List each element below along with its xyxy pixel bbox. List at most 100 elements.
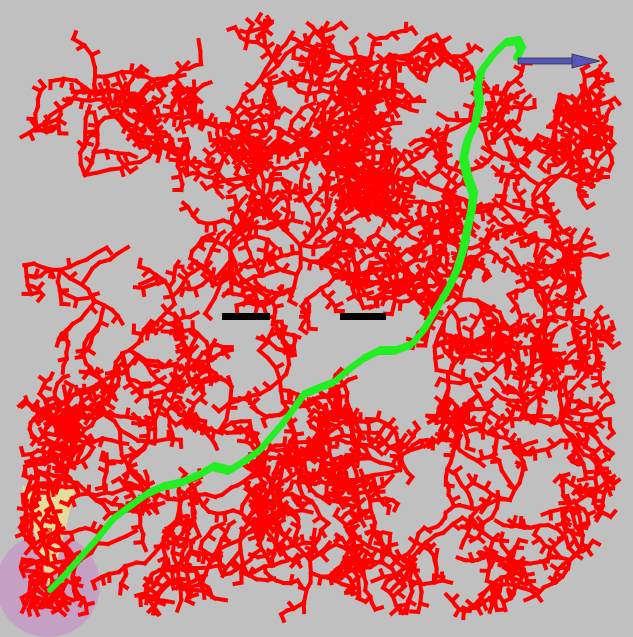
tree-edge [422, 532, 439, 546]
tree-edge [264, 575, 277, 583]
tree-edge [538, 148, 549, 156]
tree-edge [180, 166, 190, 178]
tree-edge [354, 189, 363, 202]
tree-edge [290, 558, 302, 565]
tree-edge [152, 500, 166, 509]
tree-edge [412, 167, 424, 181]
tree-edge [543, 249, 555, 260]
tree-edge [132, 111, 149, 120]
tree-edge [275, 130, 287, 142]
tree-edge [115, 244, 131, 257]
tree-edge [385, 217, 397, 231]
tree-edge [295, 495, 303, 508]
tree-edge [231, 139, 242, 152]
tree-edge [216, 229, 227, 238]
tree-edge [173, 334, 185, 341]
tree-edge [103, 244, 114, 257]
tree-edge [148, 318, 160, 328]
tree-edge [597, 54, 608, 66]
tree-edge [283, 43, 301, 57]
tree-edge [436, 35, 453, 48]
tree-edge [57, 288, 64, 307]
tree-edge [286, 345, 295, 359]
tree-edge [593, 92, 607, 103]
tree-edge [18, 129, 33, 140]
tree-edge [306, 326, 318, 332]
tree-edge [139, 539, 149, 553]
tree-edge [300, 507, 314, 515]
tree-edge [478, 115, 490, 122]
tree-edge [18, 445, 26, 458]
tree-edge [294, 577, 305, 589]
tree-edge [578, 176, 584, 189]
tree-edge [260, 417, 268, 429]
tree-edge [584, 201, 597, 211]
tree-edge [180, 199, 191, 210]
tree-edge [179, 285, 187, 298]
tree-edge [361, 304, 373, 311]
tree-edge [207, 130, 214, 143]
tree-edge [373, 271, 385, 284]
tree-edge [142, 469, 150, 480]
tree-edge [372, 149, 390, 155]
tree-edge [122, 381, 134, 391]
tree-edge [321, 109, 334, 116]
tree-edge [300, 493, 313, 506]
tree-edge [435, 111, 451, 123]
tree-edge [452, 159, 461, 172]
tree-edge [172, 259, 182, 270]
tree-edge [196, 37, 202, 48]
tree-edge [396, 454, 403, 473]
tree-edge [136, 416, 143, 428]
tree-edge [262, 18, 275, 24]
tree-edge [232, 580, 244, 587]
tree-edge [72, 409, 83, 421]
tree-edge [611, 95, 623, 107]
tree-edge [546, 163, 552, 175]
tree-edge [74, 295, 91, 302]
tree-edge [290, 217, 304, 225]
tree-edge [249, 483, 260, 494]
tree-edge [371, 471, 390, 478]
tree-edge [357, 516, 368, 529]
tree-edge [364, 177, 371, 193]
tree-edge [384, 473, 396, 485]
tree-edge [318, 445, 329, 457]
tree-edge [514, 88, 527, 97]
tree-edge [316, 472, 323, 485]
tree-edge [337, 499, 355, 509]
tree-edge [536, 163, 548, 174]
tree-edge [143, 77, 155, 89]
tree-edge [393, 431, 402, 450]
tree-edge [439, 169, 450, 180]
tree-edge [286, 298, 299, 307]
tree-edge [239, 193, 250, 204]
tree-edge [305, 20, 316, 30]
tree-edge [282, 532, 297, 548]
tree-edge [82, 170, 100, 178]
tree-edge [226, 519, 237, 528]
tree-edge [597, 252, 610, 260]
tree-edge [220, 287, 232, 299]
tree-edge [239, 285, 250, 297]
tree-edge [498, 538, 510, 544]
tree-edge [60, 363, 66, 375]
tree-edge [309, 441, 320, 453]
tree-edge [308, 155, 319, 167]
tree-edge [275, 51, 289, 69]
tree-edge [402, 203, 414, 210]
tree-edge [400, 163, 411, 173]
tree-edge [76, 404, 82, 415]
tree-edge [278, 558, 290, 565]
tree-edge [155, 151, 163, 164]
tree-edge [332, 506, 341, 519]
tree-edge [137, 278, 150, 287]
tree-edge [549, 284, 561, 291]
tree-edge [80, 393, 92, 404]
tree-edge [483, 239, 490, 250]
tree-edge [255, 511, 266, 523]
tree-edge [382, 422, 395, 431]
tree-edge [481, 272, 493, 284]
tree-edge [271, 144, 285, 154]
